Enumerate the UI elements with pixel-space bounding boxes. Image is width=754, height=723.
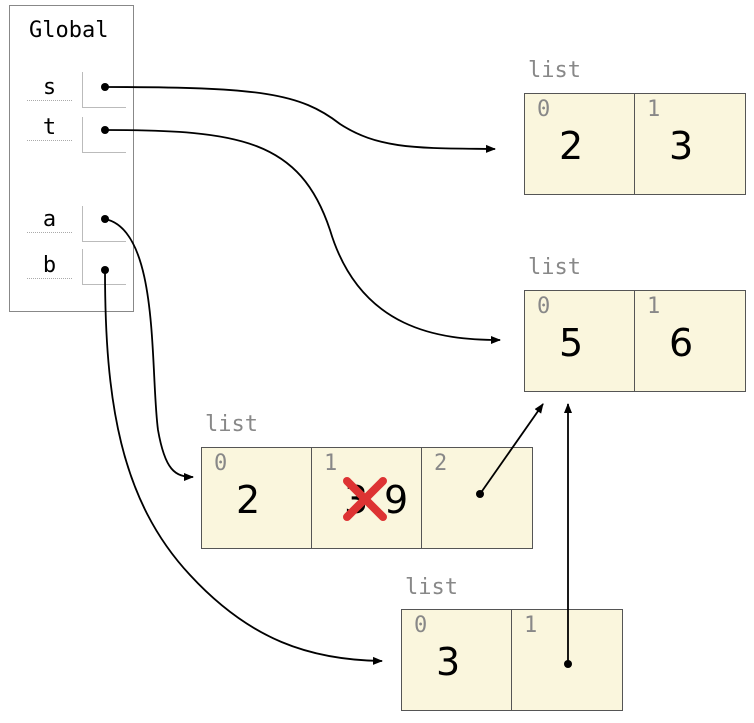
list-cell: 1 3 9: [312, 448, 422, 548]
var-name-s: s: [27, 75, 72, 101]
cell-value: 6: [669, 321, 694, 365]
cell-value: 5: [559, 321, 584, 365]
list-cell: 1: [512, 610, 622, 710]
cell-index: 1: [524, 613, 538, 638]
cell-new-value: 9: [384, 478, 409, 522]
frame-title: Global: [29, 18, 109, 43]
var-name-a: a: [27, 207, 72, 233]
list-cell: 0 3: [402, 610, 512, 710]
cell-index: 0: [537, 97, 551, 122]
list-cell: 1 3: [635, 94, 745, 194]
cell-index: 2: [434, 451, 448, 476]
list-type-label: list: [528, 58, 581, 83]
list-cell: 1 6: [635, 291, 745, 391]
cell-value: 2: [236, 478, 261, 522]
list-cell: 2: [422, 448, 532, 548]
cell-value: 2: [559, 124, 584, 168]
list-cell: 0 2: [202, 448, 312, 548]
cell-index: 1: [647, 294, 661, 319]
cell-value: 3: [436, 640, 461, 684]
list-object-s: 0 2 1 3: [524, 93, 746, 195]
var-slot-s: [82, 72, 126, 108]
cell-value: 3: [669, 124, 694, 168]
cell-index: 0: [414, 613, 428, 638]
cell-index: 1: [647, 97, 661, 122]
var-slot-b: [82, 249, 126, 285]
list-type-label: list: [205, 412, 258, 437]
arrow-a: [104, 218, 194, 481]
cell-index: 1: [324, 451, 338, 476]
var-name-t: t: [27, 115, 72, 141]
var-slot-a: [82, 206, 126, 242]
list-type-label: list: [405, 575, 458, 600]
cell-index: 0: [214, 451, 228, 476]
arrow-t: [104, 129, 501, 344]
global-frame: [9, 5, 134, 312]
list-cell: 0 5: [525, 291, 635, 391]
arrow-a-2: [479, 403, 544, 495]
list-object-b: 0 3 1: [401, 609, 623, 711]
arrow-s: [104, 86, 496, 153]
var-name-b: b: [27, 253, 72, 279]
arrow-b: [104, 269, 383, 665]
list-cell: 0 2: [525, 94, 635, 194]
list-object-t: 0 5 1 6: [524, 290, 746, 392]
var-slot-t: [82, 117, 126, 153]
cross-out-icon: [343, 477, 387, 521]
cell-index: 0: [537, 294, 551, 319]
list-object-a: 0 2 1 3 9 2: [201, 447, 533, 549]
list-type-label: list: [528, 255, 581, 280]
